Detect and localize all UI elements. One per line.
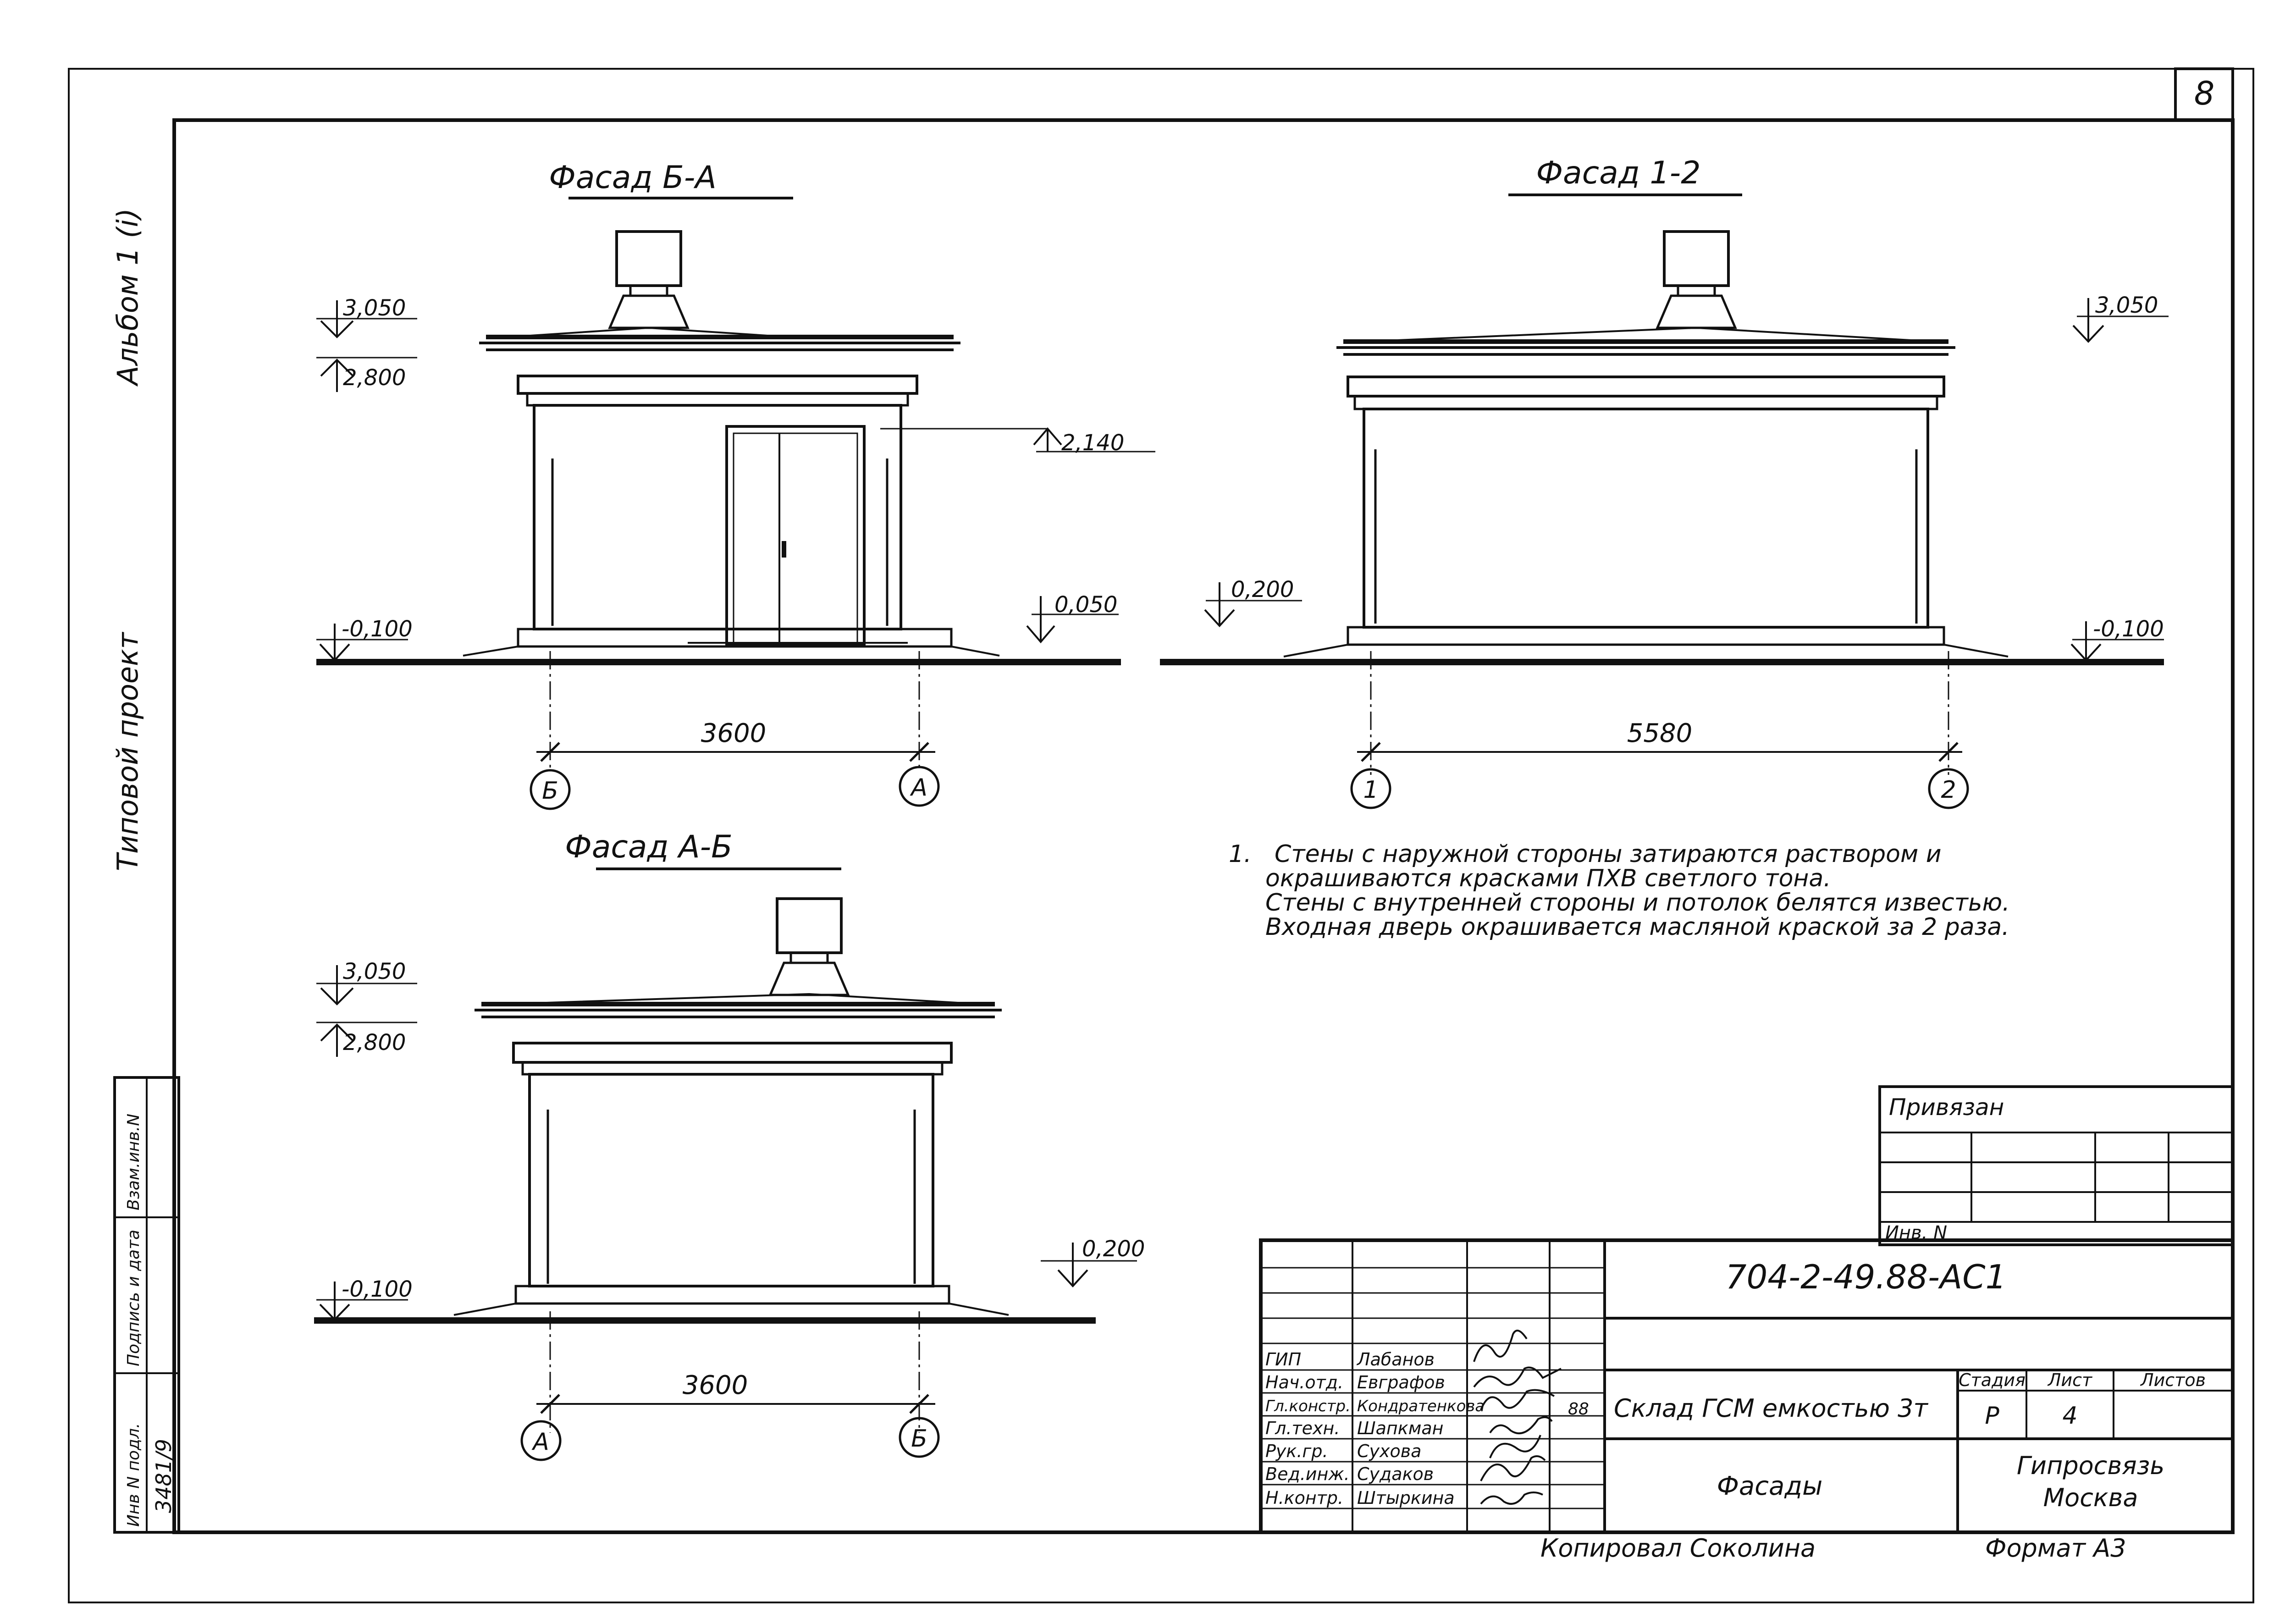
stamp-col-2: Подпись и дата bbox=[124, 1230, 143, 1366]
facade-ab-elev-right: 0,200 bbox=[1082, 1236, 1145, 1262]
facade-ba: Фасад Б-А 3600 Б bbox=[316, 160, 1155, 810]
facade-12: Фасад 1-2 5580 1 2 3,050 0,200 bbox=[1160, 155, 2169, 809]
vent-box bbox=[1663, 230, 1730, 287]
facade-12-dim: 5580 bbox=[1627, 718, 1693, 748]
role-4: Рук.гр. bbox=[1265, 1441, 1328, 1461]
outer-frame bbox=[68, 68, 2254, 1603]
facade-ba-elev-step: 0,050 bbox=[1054, 592, 1117, 618]
facade-ba-elev-top: 3,050 bbox=[343, 295, 406, 321]
role-0: ГИП bbox=[1265, 1349, 1301, 1370]
name-0: Лабанов bbox=[1356, 1349, 1435, 1370]
role-1: Нач.отд. bbox=[1265, 1372, 1343, 1392]
sheet-number: 8 bbox=[2194, 75, 2215, 112]
name-6: Штыркина bbox=[1357, 1488, 1455, 1508]
tie-block-title: Привязан bbox=[1889, 1094, 2004, 1121]
stage-label: Стадия bbox=[1959, 1370, 2026, 1390]
facade-12-axis-left: 1 bbox=[1363, 776, 1378, 804]
notes-line-4: Входная дверь окрашивается масляной крас… bbox=[1265, 913, 2009, 941]
facade-ba-door bbox=[725, 425, 866, 646]
inner-frame bbox=[172, 118, 2235, 1534]
copied-by: Копировал Соколина bbox=[1540, 1534, 1816, 1563]
org-line-2: Москва bbox=[2043, 1483, 2138, 1512]
role-6: Н.контр. bbox=[1265, 1488, 1343, 1508]
facade-ab-axis-left: А bbox=[531, 1428, 549, 1456]
facade-ab-elev-eave: 2,800 bbox=[343, 1030, 406, 1055]
stamp-col-1: Инв N подл. bbox=[124, 1423, 143, 1527]
stamp-inv-value: 3481/9 bbox=[151, 1439, 176, 1513]
sheet-number-box bbox=[2174, 67, 2234, 122]
facade-ba-axis-right: А bbox=[910, 774, 927, 801]
tie-block: Привязан Инв. N bbox=[1878, 1085, 2234, 1246]
title-code: 704-2-49.88-АС1 bbox=[1726, 1258, 2007, 1296]
album-label: Альбом 1 (i) bbox=[111, 208, 144, 387]
facade-ab-dim: 3600 bbox=[683, 1370, 748, 1400]
facade-12-wall bbox=[1363, 408, 1929, 629]
title-object: Склад ГСМ емкостью 3т bbox=[1614, 1394, 1929, 1423]
facade-ab-elev-ground: -0,100 bbox=[342, 1276, 413, 1302]
year: 88 bbox=[1568, 1400, 1589, 1419]
facade-ba-title: Фасад Б-А bbox=[549, 160, 717, 196]
stage-value: Р bbox=[1985, 1402, 1999, 1430]
facade-12-elev-ground: -0,100 bbox=[2093, 616, 2164, 642]
sheet-label: Лист bbox=[2047, 1370, 2093, 1390]
facade-ba-elev-door: 2,140 bbox=[1061, 430, 1124, 456]
facade-ba-dim: 3600 bbox=[701, 718, 767, 748]
notes-line-3: Стены с внутренней стороны и потолок бел… bbox=[1265, 889, 2010, 917]
facade-ba-axis-left: Б bbox=[542, 777, 558, 805]
facade-ba-elev-ground: -0,100 bbox=[342, 616, 413, 642]
roles-table: ГИП Лабанов Нач.отд. Евграфов Гл.констр.… bbox=[1265, 1349, 1485, 1508]
facade-ba-wall bbox=[533, 404, 902, 630]
facade-12-title: Фасад 1-2 bbox=[1536, 155, 1701, 191]
facade-12-elev-left: 0,200 bbox=[1231, 577, 1294, 602]
sheets-label: Листов bbox=[2140, 1370, 2206, 1390]
notes: 1. Стены с наружной стороны затираются р… bbox=[1229, 840, 2010, 941]
stamp-col-3: Взам.инв.N bbox=[124, 1114, 143, 1210]
notes-line-1: Стены с наружной стороны затираются раст… bbox=[1275, 840, 1942, 868]
facade-ab-wall bbox=[528, 1073, 934, 1287]
signatures bbox=[1473, 1330, 1562, 1505]
facade-ab-axis-right: Б bbox=[911, 1425, 927, 1453]
format-label: Формат А3 bbox=[1985, 1534, 2126, 1563]
org-line-1: Гипросвязь bbox=[2017, 1451, 2164, 1480]
name-4: Сухова bbox=[1357, 1441, 1421, 1461]
facade-ab: Фасад А-Б 3600 А Б 3,050 2,800 bbox=[314, 829, 1145, 1461]
project-type-label: Типовой проект bbox=[111, 631, 144, 871]
facade-ab-title: Фасад А-Б bbox=[565, 829, 733, 865]
role-3: Гл.техн. bbox=[1265, 1418, 1340, 1438]
sheet-value: 4 bbox=[2062, 1402, 2077, 1430]
role-5: Вед.инж. bbox=[1265, 1464, 1350, 1484]
notes-line-2: окрашиваются красками ПХВ светлого тона. bbox=[1265, 865, 1831, 892]
name-1: Евграфов bbox=[1357, 1372, 1445, 1392]
facade-ab-elev-top: 3,050 bbox=[343, 959, 406, 984]
notes-number: 1. bbox=[1229, 840, 1252, 868]
title-sheet-name: Фасады bbox=[1717, 1471, 1823, 1501]
name-2: Кондратенкова bbox=[1357, 1397, 1485, 1415]
vent-box bbox=[615, 230, 682, 287]
vent-box bbox=[776, 897, 843, 954]
facade-ba-elev-eave: 2,800 bbox=[343, 365, 406, 391]
name-5: Судаков bbox=[1357, 1464, 1434, 1484]
facade-12-axis-right: 2 bbox=[1941, 776, 1956, 804]
name-3: Шапкман bbox=[1357, 1418, 1444, 1438]
title-block: 704-2-49.88-АС1 Склад ГСМ емкостью 3т Фа… bbox=[1259, 1238, 2235, 1534]
facade-12-elev-top: 3,050 bbox=[2095, 293, 2158, 318]
role-2: Гл.констр. bbox=[1265, 1397, 1351, 1415]
